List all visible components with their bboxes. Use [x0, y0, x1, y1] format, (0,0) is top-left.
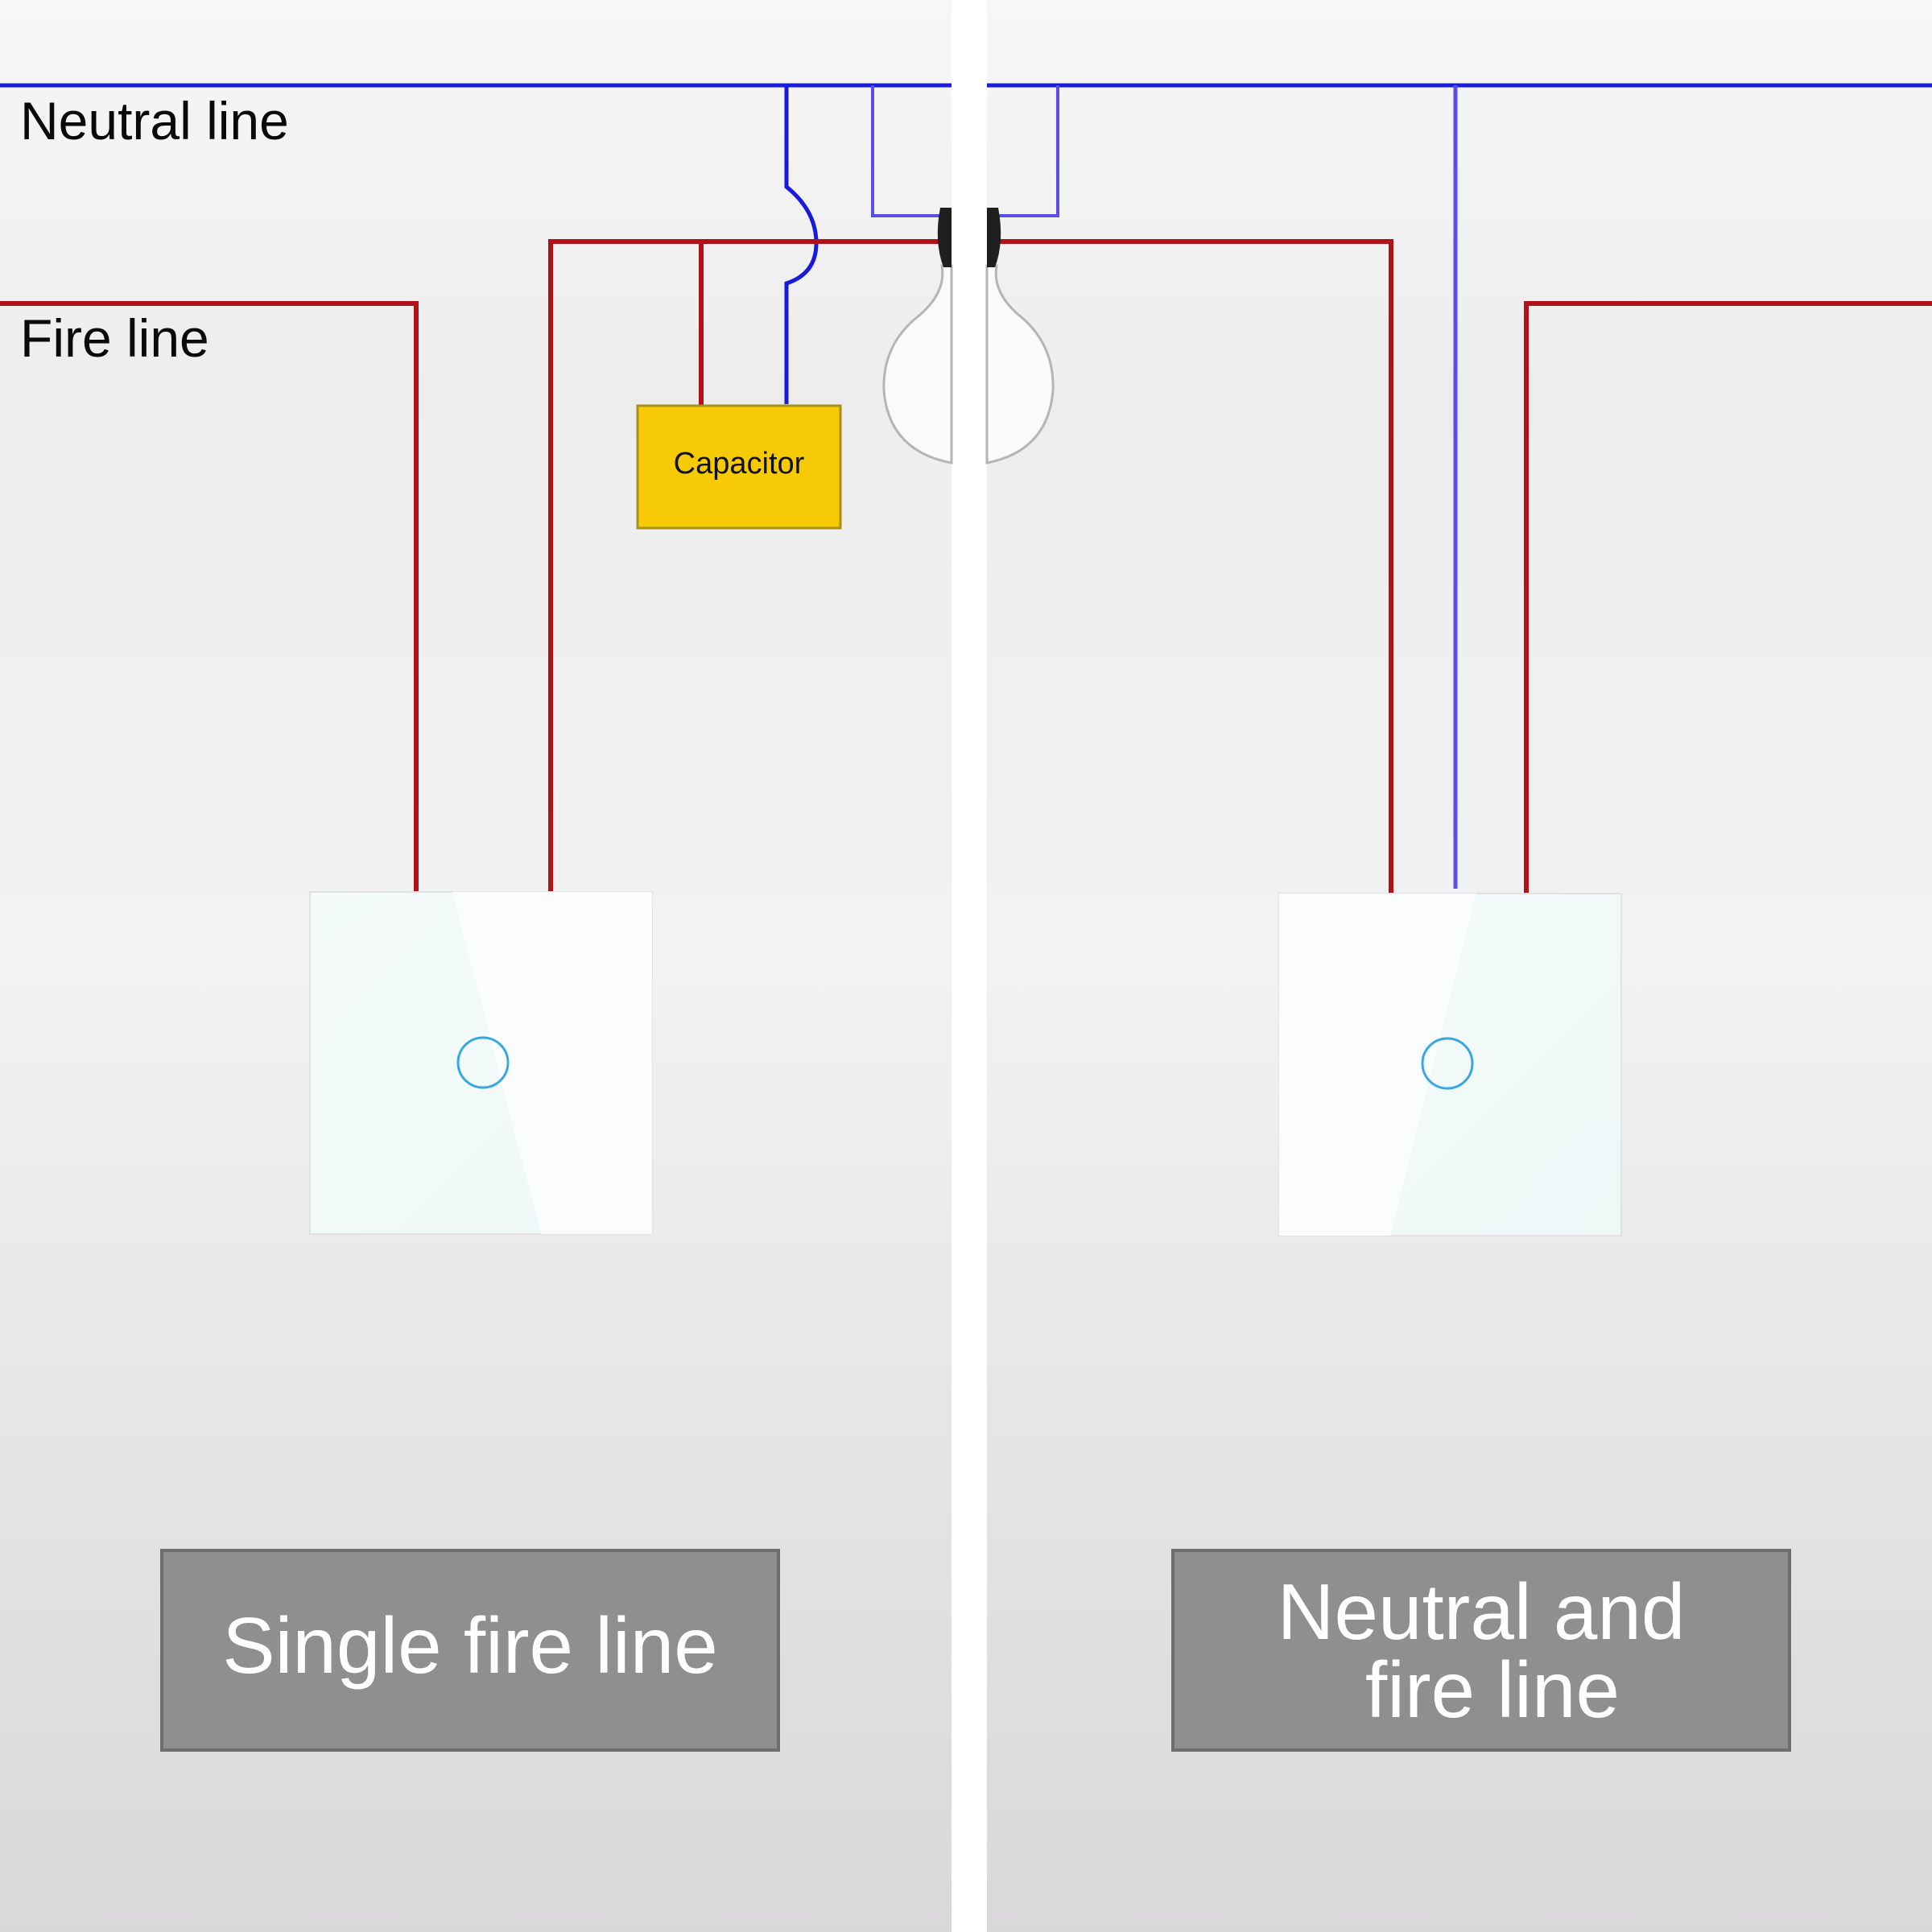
capacitor-label: Capacitor: [674, 447, 805, 481]
caption-box-right: Neutral and fire line: [1171, 1549, 1791, 1752]
fire-line-feed-right: [1524, 301, 1932, 894]
caption-neutral-and-fire-line-1: Neutral and: [1278, 1567, 1686, 1656]
switch-left[interactable]: [309, 891, 653, 1235]
switch-to-bulb-wire-left: [548, 239, 942, 895]
caption-single-fire-line: Single fire line: [222, 1601, 718, 1690]
fire-line-label: Fire line: [20, 308, 209, 368]
panel-divider: [952, 0, 987, 1932]
touch-button-icon[interactable]: [456, 1036, 510, 1089]
touch-button-icon[interactable]: [1421, 1037, 1474, 1090]
caption-neutral-and-fire-line-2: fire line: [1365, 1645, 1620, 1734]
light-bulb-icon: [882, 208, 1055, 464]
bulb-neutral-connection: [871, 85, 1059, 217]
switch-right[interactable]: [1278, 893, 1622, 1236]
caption-box-left: Single fire line: [160, 1549, 780, 1752]
neutral-line-label: Neutral line: [20, 91, 289, 151]
fire-line-feed-left: [0, 301, 419, 892]
switch-to-bulb-wire-right: [998, 239, 1393, 895]
capacitor: Capacitor: [636, 404, 842, 530]
